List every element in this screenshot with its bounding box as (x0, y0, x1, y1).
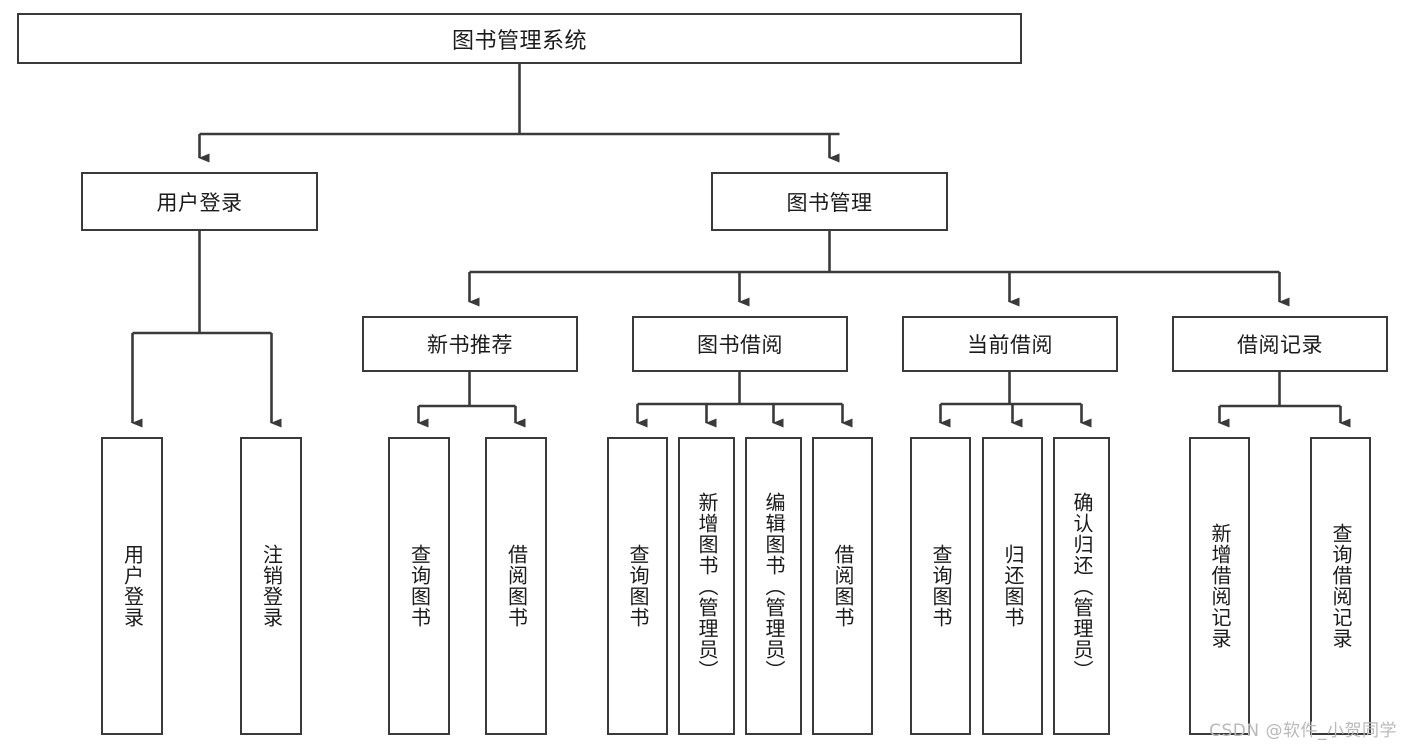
watermark: CSDN @软件_小贺同学 (1209, 721, 1397, 741)
node-label: 查询借阅记录 (1329, 523, 1353, 649)
node-leaf-return-book: 归还图书 (982, 437, 1043, 735)
node-label: 查询图书 (929, 544, 953, 628)
node-current-borrow: 当前借阅 (902, 316, 1118, 372)
node-label: 图书管理 (786, 190, 873, 215)
node-book-borrow: 图书借阅 (632, 316, 848, 372)
node-label: 用户登录 (120, 544, 145, 628)
node-leaf-query-book-borrow: 查询图书 (607, 437, 668, 735)
node-label: 借阅记录 (1237, 333, 1323, 357)
node-borrow-record: 借阅记录 (1172, 316, 1388, 372)
node-leaf-borrow-book: 借阅图书 (812, 437, 873, 735)
node-label: 新增图书（管理员） (695, 491, 719, 681)
node-label: 新增借阅记录 (1208, 523, 1232, 649)
node-leaf-user-logout: 注销登录 (240, 437, 302, 735)
node-label: 借阅图书 (504, 544, 529, 628)
node-label: 借阅图书 (831, 544, 855, 628)
node-user-login: 用户登录 (81, 172, 318, 231)
node-label: 确认归还（管理员） (1070, 491, 1094, 681)
node-label: 用户登录 (156, 190, 243, 215)
node-label: 当前借阅 (967, 333, 1053, 357)
node-book-manage: 图书管理 (711, 172, 948, 231)
node-new-book-rec: 新书推荐 (362, 316, 578, 372)
node-label: 编辑图书（管理员） (762, 491, 786, 681)
node-label: 归还图书 (1001, 544, 1025, 628)
node-leaf-add-record: 新增借阅记录 (1189, 437, 1250, 735)
node-label: 查询图书 (407, 544, 432, 628)
node-leaf-add-book: 新增图书（管理员） (678, 437, 735, 735)
node-leaf-borrow-book-rec: 借阅图书 (485, 437, 547, 735)
node-leaf-confirm-return: 确认归还（管理员） (1053, 437, 1110, 735)
node-leaf-user-login: 用户登录 (101, 437, 163, 735)
node-leaf-query-book-current: 查询图书 (910, 437, 971, 735)
node-label: 图书借阅 (697, 333, 783, 357)
node-label: 查询图书 (626, 544, 650, 628)
node-root: 图书管理系统 (17, 13, 1022, 64)
node-label: 注销登录 (259, 544, 284, 628)
node-leaf-edit-book: 编辑图书（管理员） (745, 437, 802, 735)
node-label: 图书管理系统 (451, 28, 587, 54)
node-label: 新书推荐 (427, 333, 513, 357)
node-leaf-query-record: 查询借阅记录 (1310, 437, 1371, 735)
node-leaf-query-book-rec: 查询图书 (388, 437, 450, 735)
